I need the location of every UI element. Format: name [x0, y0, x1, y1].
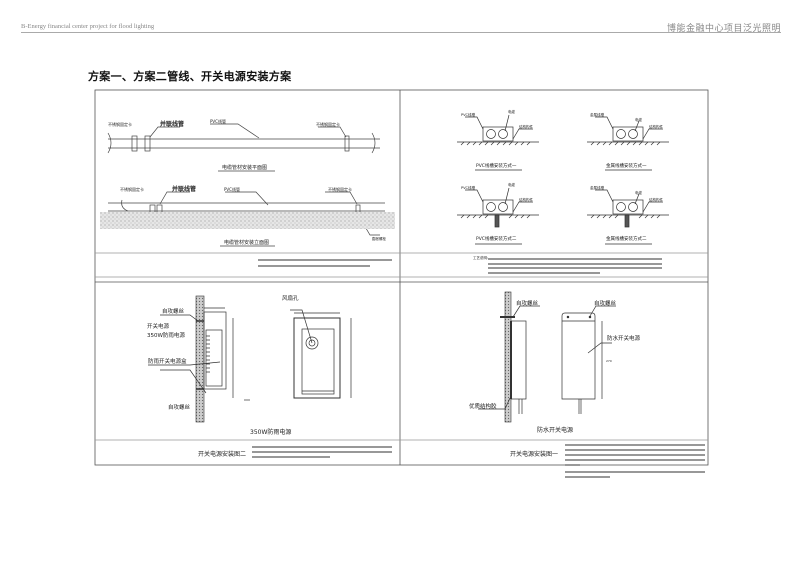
sheet-frame [94, 89, 709, 466]
label-screw: 自攻螺丝 [168, 403, 191, 411]
dimension: 270 [606, 359, 612, 363]
note-text-lines [488, 258, 662, 274]
label-structure: 优质结构胶 [469, 402, 497, 410]
page-title: 方案一、方案二管线、开关电源安装方案 [88, 70, 292, 83]
label-sleeve: 并联线管 [172, 185, 196, 193]
trunking-detail [457, 114, 539, 171]
header-project-name-cn: 博能金融中心项目泛光照明 [666, 24, 781, 34]
trunking-detail [587, 116, 669, 171]
note-text-lines [252, 446, 392, 458]
label-sleeve: 并联线管 [160, 120, 184, 128]
front-caption: 350W防雨电源 [250, 428, 291, 436]
front-caption: 防水开关电源 [537, 426, 573, 434]
panel-psu-install-1: 自攻螺丝 自攻螺丝 防水开关电源 优质结构胶 270 防水开关电源 开关电源安装… [469, 291, 705, 478]
label: 结构构件 [649, 124, 663, 129]
label-clamp: 不锈钢固定卡 [120, 186, 144, 192]
caption: PVC线槽安装方式一 [476, 162, 517, 169]
label-pvc: PVC线管 [224, 186, 240, 192]
note-text-lines [258, 259, 392, 267]
label: 金属线槽 [590, 112, 604, 117]
panel-psu-install-2: 自攻螺丝 开关电源 350W防雨电源 防雨开关电源盒 自攻螺丝 风扇孔 350W… [147, 294, 392, 458]
caption: PVC线槽安装方式二 [476, 235, 517, 242]
note-label: 工艺说明: [473, 255, 488, 260]
label: PVC线槽 [461, 112, 475, 117]
header-project-name: B-Energy financial center project for fl… [21, 23, 155, 30]
label: 结构构件 [519, 124, 533, 129]
label: 金属线槽 [590, 185, 604, 190]
label-screw: 自攻螺丝 [162, 307, 185, 315]
label-vent: 风扇孔 [282, 294, 299, 302]
note-text-lines [565, 444, 705, 478]
label-box: 防雨开关电源盒 [148, 357, 187, 365]
label-clamp: 不锈钢固定卡 [316, 121, 340, 127]
label-clamp: 不锈钢固定卡 [108, 121, 132, 127]
panel-cable-conduit: 不锈钢固定卡 并联线管 PVC线管 不锈钢固定卡 电缆管材安装平面图 不锈钢固定… [100, 118, 395, 267]
panel-caption: 开关电源安装图二 [198, 450, 246, 458]
header-divider [21, 32, 781, 33]
label-bolt: 膨胀螺栓 [372, 236, 386, 241]
label-350w: 350W防雨电源 [147, 331, 185, 339]
ground-soil [100, 212, 395, 229]
label: 电缆 [635, 190, 643, 195]
label: 电缆 [508, 109, 516, 114]
label: 电缆 [508, 182, 516, 187]
label: 电缆 [635, 117, 643, 122]
trunking-detail [457, 187, 539, 245]
label-pvc: PVC线管 [210, 118, 226, 124]
trunking-detail [587, 189, 669, 245]
label-clamp: 不锈钢固定卡 [328, 186, 352, 192]
label: 结构构件 [519, 197, 533, 202]
panel-caption: 开关电源安装图一 [510, 450, 558, 458]
label-psu: 防水开关电源 [607, 334, 641, 342]
elevation-caption: 电缆管材安装立面图 [224, 239, 269, 246]
caption: 金属线槽安装方式二 [606, 235, 647, 242]
label-psu: 开关电源 [147, 322, 170, 330]
panel-trunking: PVC线槽 电缆 结构构件 PVC线槽安装方式一 金属线槽 电缆 结构构件 金属… [457, 109, 669, 274]
label: PVC线槽 [461, 185, 475, 190]
plan-caption: 电缆管材安装平面图 [222, 164, 267, 171]
label: 结构构件 [649, 197, 663, 202]
label-screw: 自攻螺丝 [594, 299, 617, 307]
caption: 金属线槽安装方式一 [606, 162, 647, 169]
label-screw: 自攻螺丝 [516, 299, 539, 307]
wall [195, 295, 205, 423]
